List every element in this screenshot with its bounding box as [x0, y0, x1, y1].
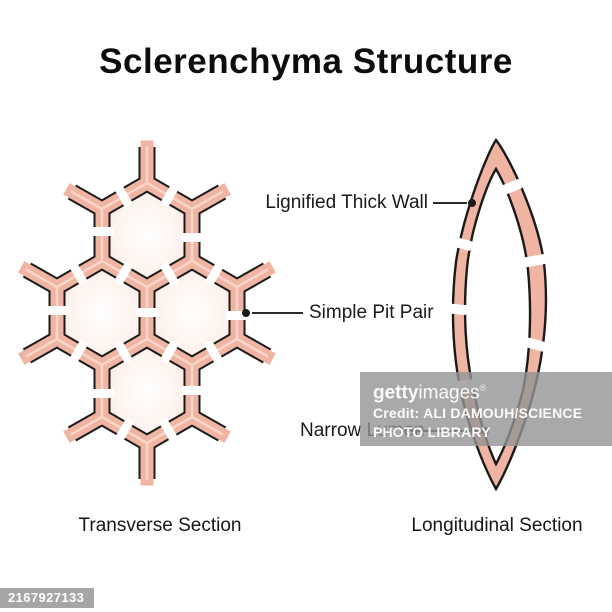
getty-logo-regular: images [418, 382, 480, 404]
lignified-dot [468, 199, 476, 207]
watermark-credit-line1: Credit: ALI DAMOUH/SCIENCE [373, 405, 583, 422]
getty-logo-bold: getty [373, 382, 419, 404]
transverse-pit-gaps [46, 183, 249, 442]
getty-logo: gettyimages® [373, 377, 612, 404]
cell [147, 261, 237, 365]
label-simple-pit-pair: Simple Pit Pair [309, 302, 434, 323]
registered-mark-icon: ® [479, 383, 487, 393]
simple-pit-dot [242, 309, 250, 317]
cell [102, 339, 192, 443]
cell [102, 183, 192, 287]
caption-longitudinal-section: Longitudinal Section [411, 515, 583, 536]
getty-watermark: gettyimages® Credit: ALI DAMOUH/SCIENCE … [360, 372, 612, 446]
label-lignified-thick-wall: Lignified Thick Wall [265, 192, 428, 213]
cell [57, 261, 147, 365]
page-title: Sclerenchyma Structure [99, 42, 513, 81]
caption-transverse-section: Transverse Section [78, 515, 242, 536]
transverse-section-cells [57, 183, 237, 443]
image-id-badge: 2167927133 [0, 588, 95, 608]
watermark-credit-line2: PHOTO LIBRARY [373, 424, 491, 441]
